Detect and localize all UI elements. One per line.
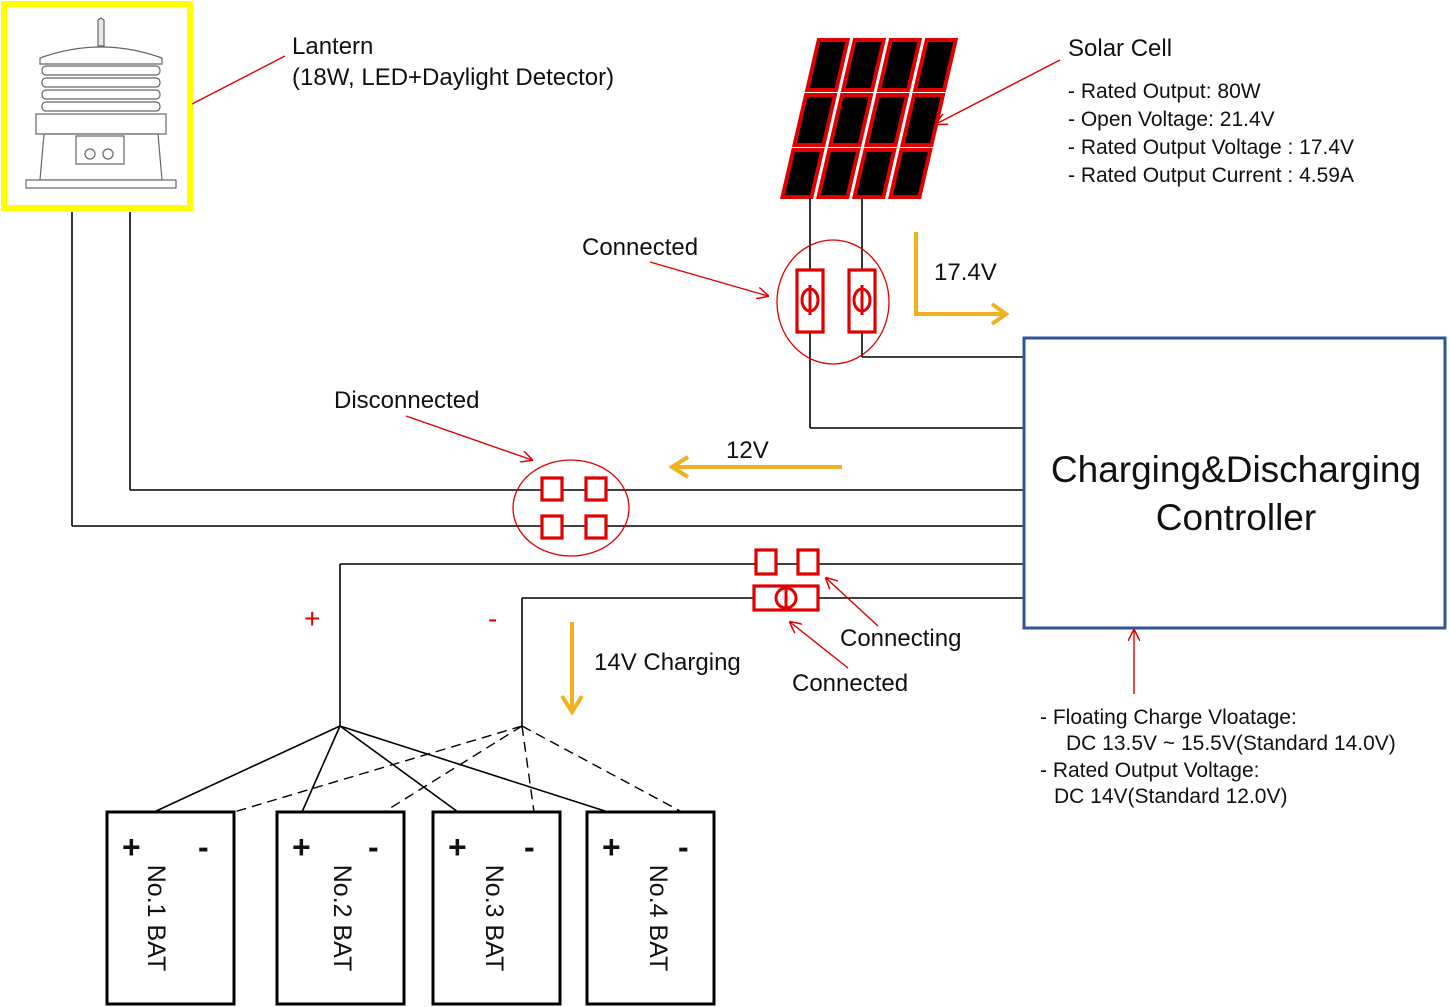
terminal	[796, 548, 820, 576]
battery-plus: +	[292, 829, 311, 865]
disconnected-pointer	[405, 415, 532, 460]
flow-label-lantern: 12V	[726, 437, 769, 464]
flow-lantern: 12V	[668, 437, 842, 479]
solar-spec-3: - Rated Output Voltage : 17.4V	[1068, 136, 1354, 159]
flow-label-solar: 17.4V	[934, 259, 997, 286]
battery-3: + - No.3 BAT	[431, 810, 562, 1006]
terminal	[584, 514, 608, 540]
battery-2: + - No.2 BAT	[275, 810, 406, 1006]
controller-spec-1: - Floating Charge Vloatage:	[1040, 706, 1297, 729]
controller-box	[1022, 336, 1447, 630]
solar-cell-unit	[851, 148, 897, 199]
battery-1: + - No.1 BAT	[105, 810, 236, 1006]
controller-title-line1: Charging&Discharging	[1051, 449, 1421, 490]
disconnected-label: Disconnected	[334, 387, 479, 414]
controller: Charging&Discharging Controller - Floati…	[1022, 336, 1447, 808]
lantern-pointer	[191, 55, 286, 105]
battery-plus: +	[122, 829, 141, 865]
battery-label: No.1 BAT	[142, 865, 170, 972]
lantern-title: Lantern	[292, 33, 373, 60]
lantern-subtitle: (18W, LED+Daylight Detector)	[292, 64, 614, 91]
solar-connector: Connected	[582, 234, 890, 365]
terminal	[540, 476, 564, 502]
flow-battery: 14V Charging	[560, 622, 741, 716]
flow-arrow-solar	[914, 232, 1004, 316]
controller-spec-3: - Rated Output Voltage:	[1040, 759, 1259, 782]
solar-cell: Solar Cell - Rated Output: 80W - Open Vo…	[779, 35, 1354, 199]
battery-case	[431, 810, 562, 1006]
solar-panel-icon	[779, 38, 959, 199]
connected-label-solar: Connected	[582, 234, 698, 261]
solar-cell-unit	[887, 148, 933, 199]
solar-cell-unit	[912, 38, 959, 92]
solar-cell-unit	[815, 148, 861, 199]
solar-connector-circle	[776, 239, 890, 365]
terminal	[584, 476, 608, 502]
negative-mark: -	[488, 603, 497, 634]
connected-pointer-battery	[790, 622, 849, 669]
solar-pointer	[936, 59, 1061, 124]
battery-minus: -	[524, 829, 535, 865]
battery-connector: Connecting Connected	[752, 548, 961, 697]
wires	[71, 198, 1024, 813]
solar-spec-4: - Rated Output Current : 4.59A	[1068, 164, 1354, 187]
battery-minus: -	[198, 829, 209, 865]
battery-case	[275, 810, 406, 1006]
solar-cell-unit	[827, 93, 874, 147]
solar-spec-2: - Open Voltage: 21.4V	[1068, 108, 1275, 131]
flow-solar: 17.4V	[914, 232, 1010, 326]
connected-label-battery: Connected	[792, 670, 908, 697]
battery-minus: -	[368, 829, 379, 865]
solar-cell-unit	[779, 148, 825, 199]
lantern-connector-circle	[512, 459, 630, 557]
battery-case	[585, 810, 716, 1006]
controller-spec-2: DC 13.5V ~ 15.5V(Standard 14.0V)	[1066, 732, 1396, 755]
solar-cell-unit	[876, 38, 923, 92]
flow-label-battery: 14V Charging	[594, 649, 741, 676]
connected-pointer-solar	[649, 261, 768, 296]
lantern: Lantern (18W, LED+Daylight Detector)	[1, 1, 614, 211]
solar-cell-unit	[791, 93, 838, 147]
battery-label: No.3 BAT	[480, 865, 508, 972]
battery-label: No.2 BAT	[328, 865, 356, 972]
battery-plus: +	[602, 829, 621, 865]
solar-cell-unit	[804, 38, 851, 92]
battery-4: + - No.4 BAT	[585, 810, 716, 1006]
terminal	[754, 548, 778, 576]
solar-cell-unit	[863, 93, 910, 147]
lantern-icon	[25, 17, 177, 189]
solar-cell-unit	[899, 93, 946, 147]
battery-case	[105, 810, 236, 1006]
connecting-label: Connecting	[840, 625, 961, 652]
battery-label: No.4 BAT	[644, 865, 672, 972]
positive-mark: +	[304, 603, 320, 634]
solar-cell-title: Solar Cell	[1068, 35, 1172, 62]
controller-spec-4: DC 14V(Standard 12.0V)	[1054, 785, 1287, 808]
controller-title-line2: Controller	[1156, 497, 1316, 538]
lantern-connector: Disconnected	[334, 387, 630, 557]
solar-spec-1: - Rated Output: 80W	[1068, 80, 1261, 103]
terminal	[540, 514, 564, 540]
connecting-pointer	[826, 578, 879, 627]
battery-plus: +	[448, 829, 467, 865]
battery-minus: -	[678, 829, 689, 865]
solar-cell-unit	[840, 38, 887, 92]
